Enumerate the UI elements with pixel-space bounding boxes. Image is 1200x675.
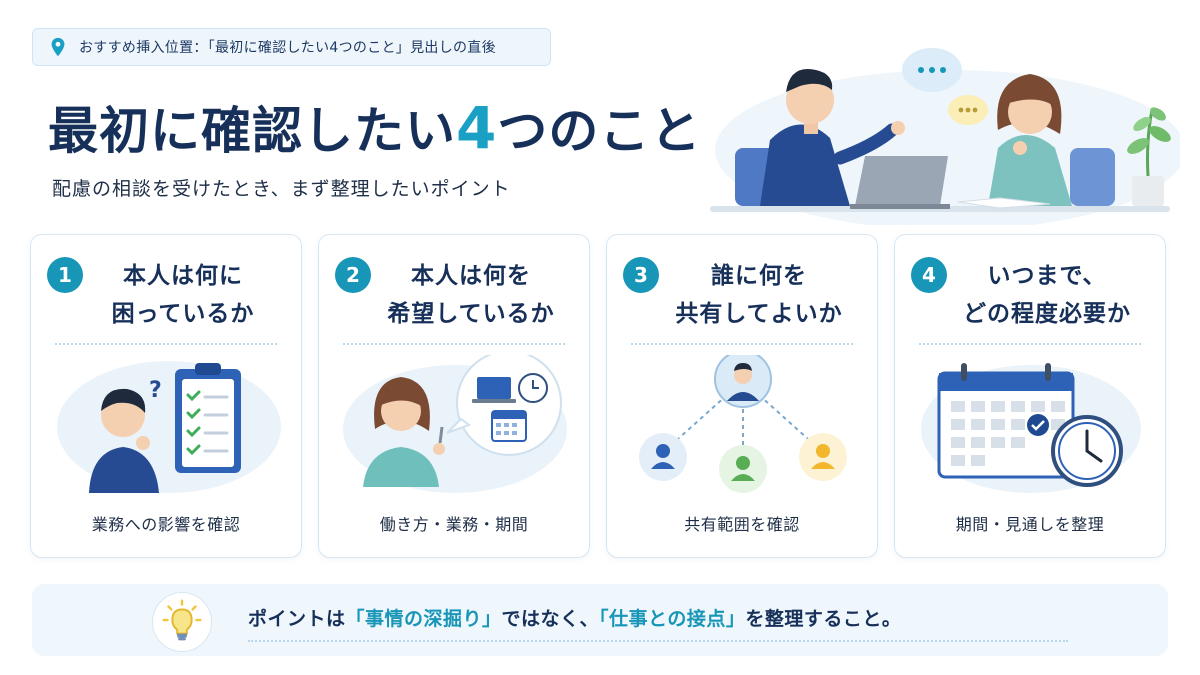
card-caption-2: 働き方・業務・期間 — [379, 515, 529, 534]
card-divider — [631, 343, 853, 345]
title-number: 4 — [456, 94, 498, 162]
card-divider — [919, 343, 1141, 345]
lightbulb-icon — [152, 592, 212, 652]
card-heading-4: いつまで、どの程度必要か — [963, 263, 1131, 327]
card-number-3: 3 — [623, 257, 659, 293]
card-heading-3: 誰に何を共有してよいか — [675, 263, 843, 327]
woman-with-wish-bubble-icon — [343, 355, 567, 493]
point-text: ポイントは「事情の深掘り」ではなく、「仕事との接点」を整理すること。 — [248, 608, 902, 630]
card-heading-1: 本人は何に困っているか — [111, 263, 255, 327]
card-caption-3: 共有範囲を確認 — [684, 515, 800, 534]
card-1: 1 本人は何に困っているか ? 業務への影響を確認 — [30, 234, 302, 558]
card-2: 2 本人は何を希望しているか 働き方・業務・期間 — [318, 234, 590, 558]
point-banner: ポイントは「事情の深掘り」ではなく、「仕事との接点」を整理すること。 — [32, 584, 1168, 656]
sharing-network-icon — [639, 355, 847, 493]
location-pin-icon — [51, 37, 65, 57]
title-pre: 最初に確認したい — [48, 102, 456, 160]
card-number-2: 2 — [335, 257, 371, 293]
title-post: つのこと — [497, 102, 702, 160]
card-divider — [343, 343, 565, 345]
card-4: 4 いつまで、どの程度必要か 期間・見通しを整理 — [894, 234, 1166, 558]
consultation-illustration — [710, 48, 1180, 225]
card-3: 3 誰に何を共有してよいか 共有範囲を確認 — [606, 234, 878, 558]
card-divider — [55, 343, 277, 345]
page-subtitle: 配慮の相談を受けたとき、まず整理したいポイント — [52, 178, 511, 200]
card-number-4: 4 — [911, 257, 947, 293]
card-caption-1: 業務への影響を確認 — [91, 515, 241, 534]
calendar-and-clock-icon — [921, 363, 1141, 493]
worried-person-with-checklist-icon: ? — [57, 361, 281, 493]
svg-text:?: ? — [149, 378, 162, 403]
badge-text: おすすめ挿入位置：「最初に確認したい4つのこと」見出しの直後 — [79, 40, 496, 56]
card-heading-2: 本人は何を希望しているか — [387, 263, 555, 327]
insert-position-badge: おすすめ挿入位置：「最初に確認したい4つのこと」見出しの直後 — [32, 28, 551, 66]
point-divider — [248, 640, 1068, 642]
card-caption-4: 期間・見通しを整理 — [955, 515, 1105, 534]
page-title: 最初に確認したい4つのこと — [48, 96, 701, 163]
highlight-2: 「仕事との接点」 — [599, 608, 746, 630]
card-number-1: 1 — [47, 257, 83, 293]
highlight-1: 「事情の深掘り」 — [345, 608, 502, 630]
